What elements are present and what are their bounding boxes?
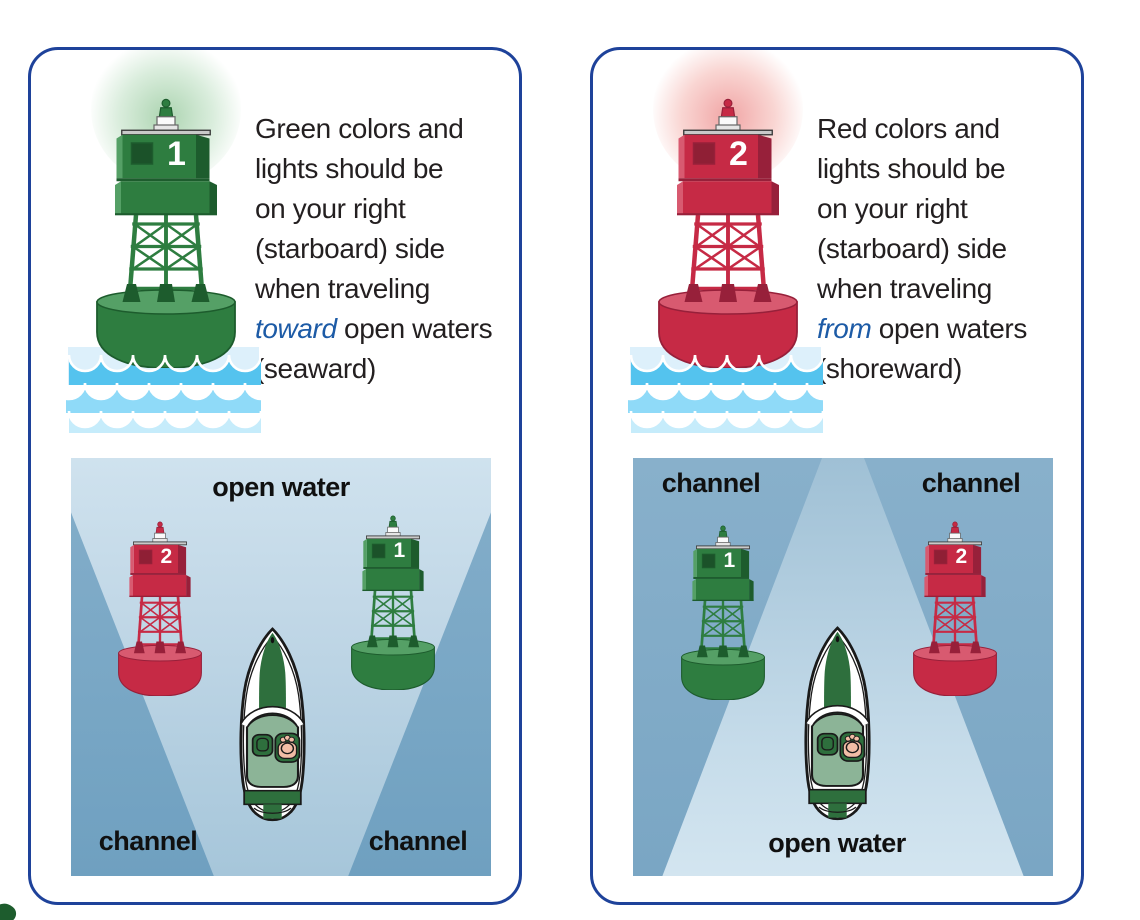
- green-buoy-illustration: 1: [91, 98, 241, 368]
- diagram-red-buoy: 2: [115, 521, 205, 696]
- open-water-label: open water: [212, 472, 350, 502]
- diagram-green-buoy: 1: [348, 515, 438, 690]
- text-line: Green colors and: [255, 113, 464, 144]
- green-rule-text: Green colors and lights should be on you…: [255, 109, 507, 389]
- text-line: (starboard) side: [255, 233, 445, 264]
- red-panel-card: 2 Red colors and lights should be on you…: [590, 47, 1084, 905]
- waves-front-layer: [628, 341, 823, 433]
- buoy-number: 1: [167, 135, 186, 174]
- boat-top-view: [230, 624, 315, 823]
- channel-label-left: channel: [98, 826, 198, 856]
- text-line: (shoreward): [817, 353, 962, 384]
- green-channel-diagram: open water 2 1 channel channel: [71, 458, 491, 876]
- text-line: on your right: [817, 193, 968, 224]
- water-waves-front: [66, 341, 261, 433]
- boat-graphic: [795, 623, 880, 822]
- water-waves-front: [628, 341, 823, 433]
- diagram-green-buoy: 1: [678, 525, 768, 700]
- red-channel-diagram: channel channel 1 2 open water: [633, 458, 1053, 876]
- buoy-number: 2: [955, 545, 968, 569]
- text-line-emphasis: toward open waters: [255, 309, 507, 349]
- buoy-number: 2: [729, 135, 748, 174]
- text-line: when traveling: [255, 273, 430, 304]
- text-line: on your right: [255, 193, 406, 224]
- text-line: (starboard) side: [817, 233, 1007, 264]
- text-line: lights should be: [255, 153, 444, 184]
- text-line: Red colors and: [817, 113, 1000, 144]
- after-emphasis: open waters: [344, 313, 493, 344]
- waves-front-layer: [66, 341, 261, 433]
- open-water-label: open water: [768, 828, 906, 858]
- red-rule-text: Red colors and lights should be on your …: [817, 109, 1069, 389]
- text-line-emphasis: from open waters: [817, 309, 1069, 349]
- channel-label-right: channel: [921, 468, 1021, 498]
- boat-graphic: [230, 624, 315, 823]
- text-line: when traveling: [817, 273, 992, 304]
- red-buoy-illustration: 2: [653, 98, 803, 368]
- buoy-number: 1: [393, 539, 406, 563]
- green-panel-card: 1 Green colors and lights should be on y…: [28, 47, 522, 905]
- channel-label-right: channel: [368, 826, 468, 856]
- emphasis-word: from: [817, 313, 872, 344]
- after-emphasis: open waters: [878, 313, 1028, 344]
- stray-graphic: [0, 898, 20, 920]
- channel-label-left: channel: [661, 468, 761, 498]
- text-line: lights should be: [817, 153, 1006, 184]
- boat-top-view: [795, 623, 880, 822]
- text-line: (seaward): [255, 353, 376, 384]
- buoy-number: 2: [160, 545, 173, 569]
- emphasis-word: toward: [255, 313, 337, 344]
- buoy-number: 1: [723, 549, 736, 573]
- diagram-red-buoy: 2: [910, 521, 1000, 696]
